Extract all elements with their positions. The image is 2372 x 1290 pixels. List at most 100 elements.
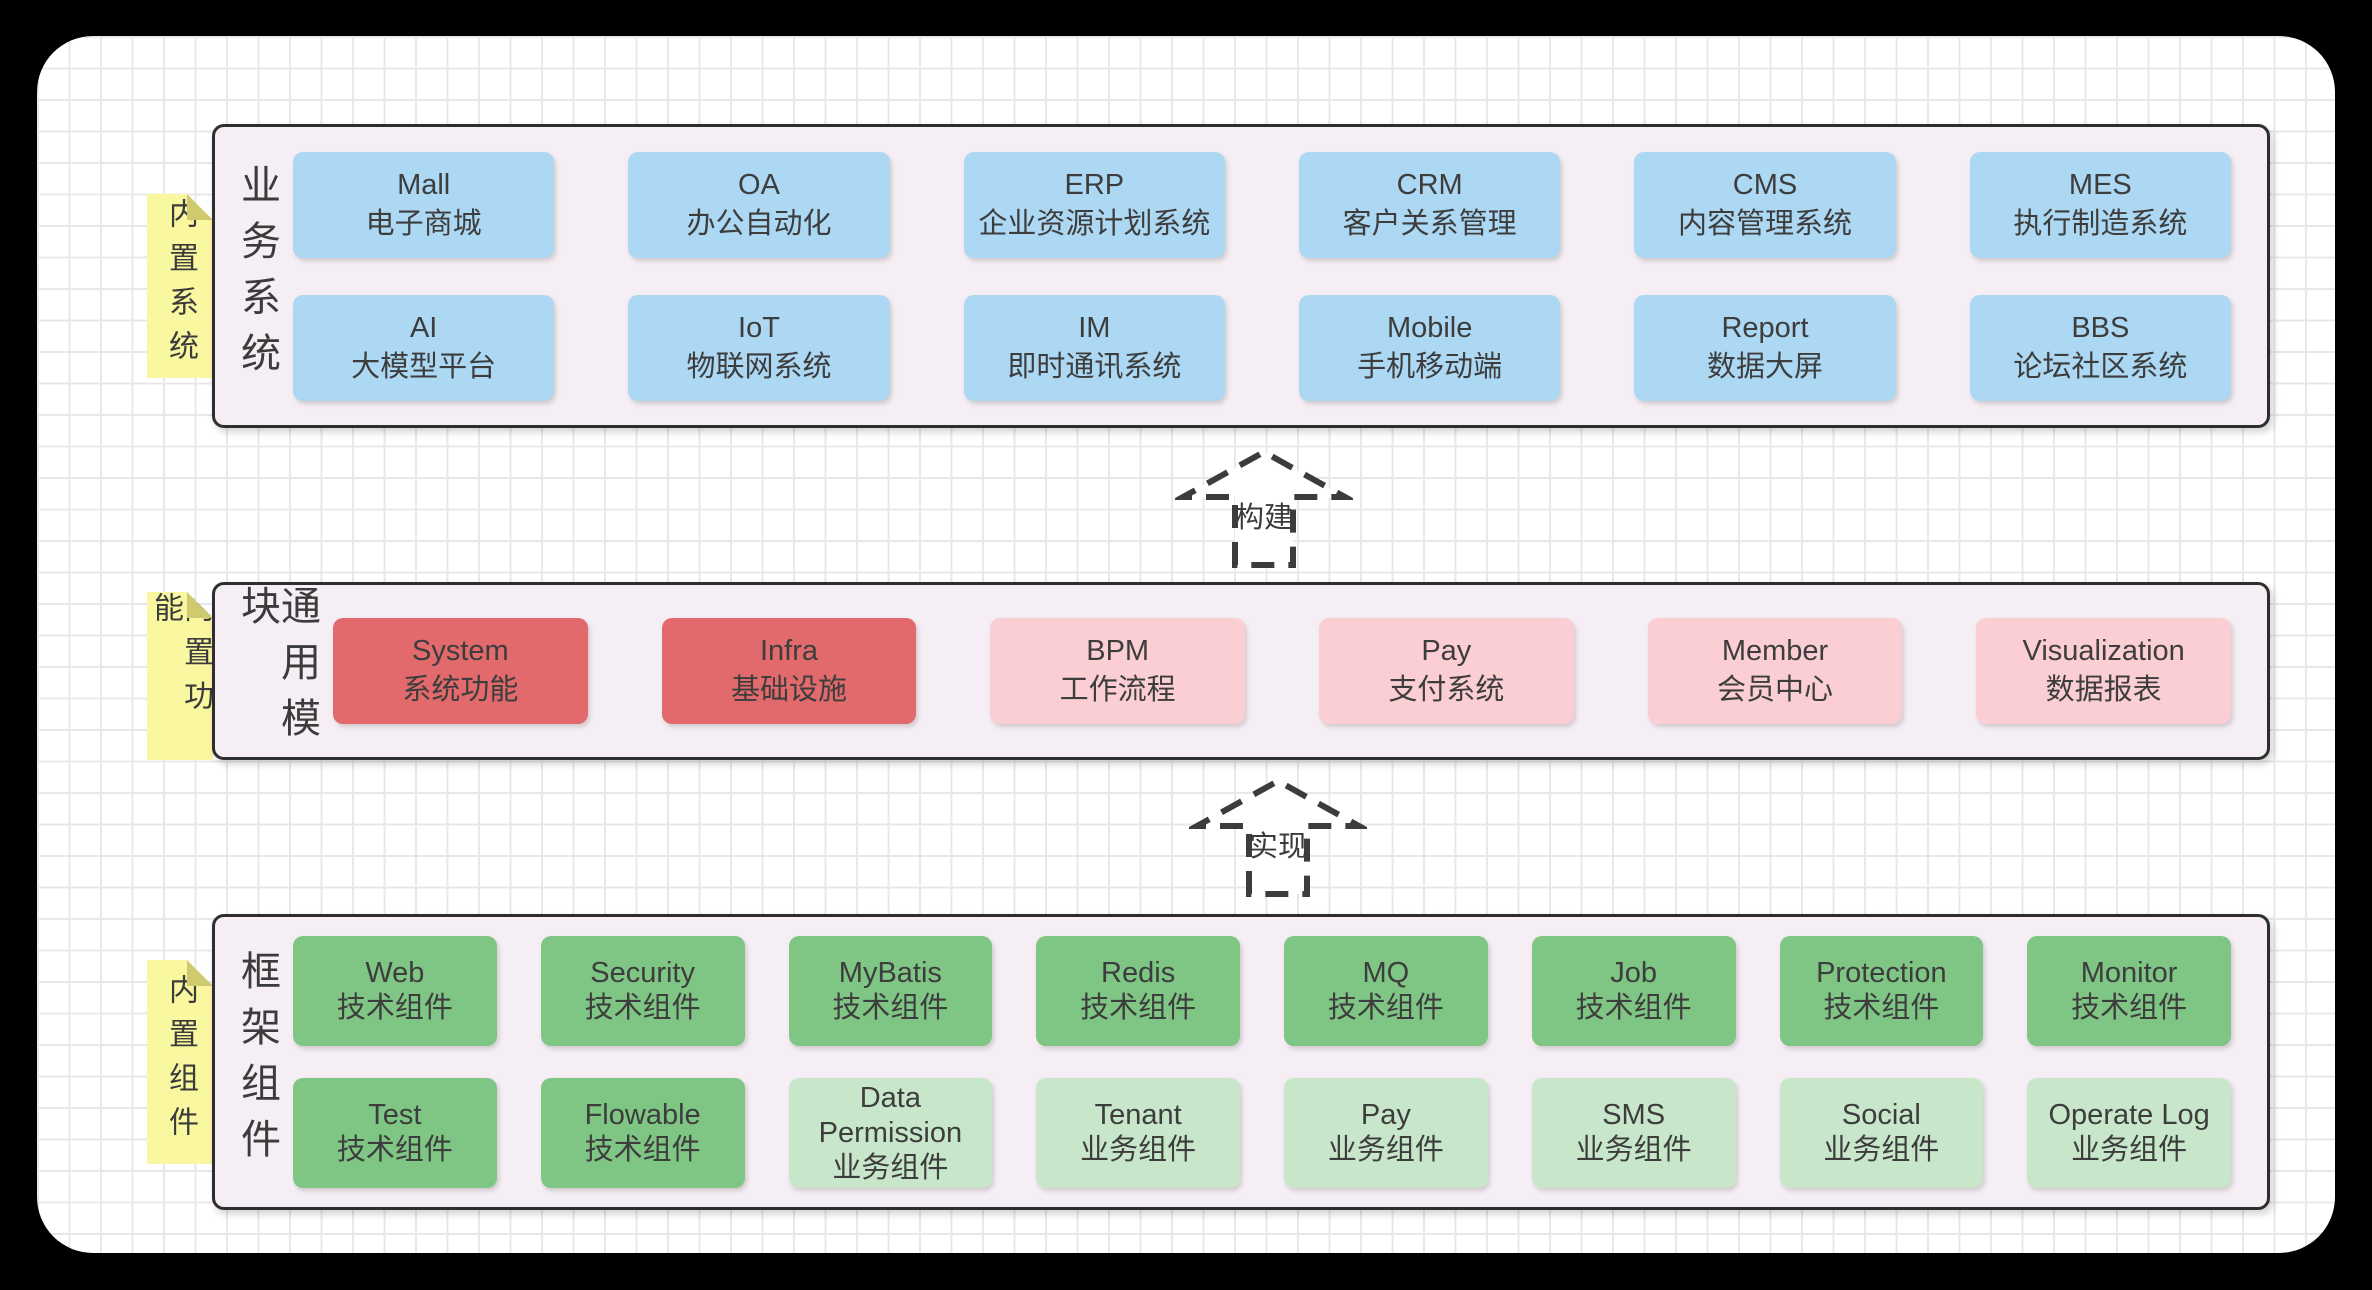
box-title: Tenant	[1094, 1099, 1182, 1131]
sticky-note-built-in-functions: 内置功能	[147, 592, 213, 760]
box-subtitle: 大模型平台	[351, 350, 497, 383]
module-box-ai: AI 大模型平台	[293, 294, 555, 401]
box-title: IoT	[738, 311, 780, 344]
box-subtitle: 技术组件	[336, 992, 453, 1024]
box-title: BPM	[1086, 635, 1150, 667]
box-title: Redis	[1101, 957, 1176, 989]
box-subtitle: 技术组件	[2071, 992, 2188, 1024]
box-subtitle: 支付系统	[1388, 674, 1505, 706]
module-box-bpm: BPM 工作流程	[990, 618, 1245, 724]
box-subtitle: 业务组件	[1823, 1134, 1940, 1166]
module-box-system: System 系统功能	[333, 618, 588, 724]
box-subtitle: 工作流程	[1059, 674, 1176, 706]
module-box-bbs: BBS 论坛社区系统	[1969, 294, 2231, 401]
box-title: IM	[1078, 311, 1111, 344]
sticky-note-built-in-components: 内置组件	[147, 960, 213, 1164]
box-title: MES	[2068, 168, 2132, 201]
box-subtitle: 手机移动端	[1357, 350, 1503, 383]
box-title: CMS	[1732, 168, 1798, 201]
box-title: Security	[590, 957, 695, 989]
box-subtitle: 客户关系管理	[1342, 207, 1517, 240]
box-title: Member	[1721, 635, 1829, 667]
box-subtitle: 物联网系统	[686, 350, 832, 383]
box-subtitle: 即时通讯系统	[1007, 350, 1182, 383]
layer-label-common-modules: 通用模块	[235, 585, 319, 753]
box-subtitle: 技术组件	[1575, 992, 1692, 1024]
box-subtitle: 技术组件	[584, 1134, 701, 1166]
box-title: Social	[1841, 1099, 1921, 1131]
module-box-erp: ERP 企业资源计划系统	[963, 151, 1225, 258]
box-title: BBS	[2071, 311, 2130, 344]
sticky-note-built-in-systems: 内置系统	[147, 194, 213, 378]
module-box-member: Member 会员中心	[1647, 618, 1903, 724]
box-title: Operate Log	[2048, 1099, 2210, 1131]
box-subtitle: 数据报表	[2045, 674, 2162, 706]
box-subtitle: 技术组件	[1327, 992, 1444, 1024]
box-title: MyBatis	[838, 957, 942, 989]
box-title: Web	[365, 957, 425, 989]
box-subtitle: 技术组件	[1080, 992, 1197, 1024]
box-subtitle: 会员中心	[1716, 674, 1833, 706]
box-title: Mall	[397, 168, 451, 201]
box-subtitle: 技术组件	[1823, 992, 1940, 1024]
box-subtitle: 业务组件	[1327, 1134, 1444, 1166]
box-subtitle: 办公自动化	[686, 207, 832, 240]
box-title: AI	[409, 311, 438, 344]
module-box-report: Report 数据大屏	[1634, 294, 1896, 401]
box-title: ERP	[1064, 168, 1125, 201]
box-title: SMS	[1602, 1099, 1666, 1131]
box-title: Data Permission	[818, 1081, 963, 1149]
sticky-note-label: 内置组件	[164, 974, 197, 1150]
block-arrow-up-icon	[1175, 448, 1353, 568]
box-title: System	[411, 635, 509, 667]
box-subtitle: 技术组件	[336, 1134, 453, 1166]
layer-label-framework-components: 框架组件	[235, 950, 279, 1174]
box-title: Pay	[1421, 635, 1472, 667]
arrow-implement-label: 实现	[1248, 831, 1307, 863]
arrow-build-label: 构建	[1234, 502, 1293, 534]
box-subtitle: 电子商城	[365, 207, 482, 240]
block-arrow-up-icon	[1189, 777, 1367, 897]
box-title: Mobile	[1386, 311, 1473, 344]
layer-label-business-systems: 业务系统	[235, 164, 279, 388]
module-box-mobile: Mobile 手机移动端	[1299, 294, 1561, 401]
box-subtitle: 业务组件	[1080, 1134, 1197, 1166]
arrow-implement: 实现	[1189, 776, 1367, 898]
box-subtitle: 数据大屏	[1706, 350, 1823, 383]
box-title: Report	[1721, 311, 1809, 344]
module-box-crm: CRM 客户关系管理	[1299, 151, 1561, 258]
box-title: CRM	[1396, 168, 1463, 201]
box-subtitle: 系统功能	[402, 674, 519, 706]
box-title: MQ	[1362, 957, 1410, 989]
box-title: Test	[368, 1099, 422, 1131]
box-subtitle: 论坛社区系统	[2013, 350, 2188, 383]
box-subtitle: 企业资源计划系统	[978, 207, 1211, 240]
box-title: Job	[1610, 957, 1657, 989]
box-subtitle: 业务组件	[832, 1151, 949, 1184]
sticky-note-label: 内置系统	[164, 198, 197, 374]
